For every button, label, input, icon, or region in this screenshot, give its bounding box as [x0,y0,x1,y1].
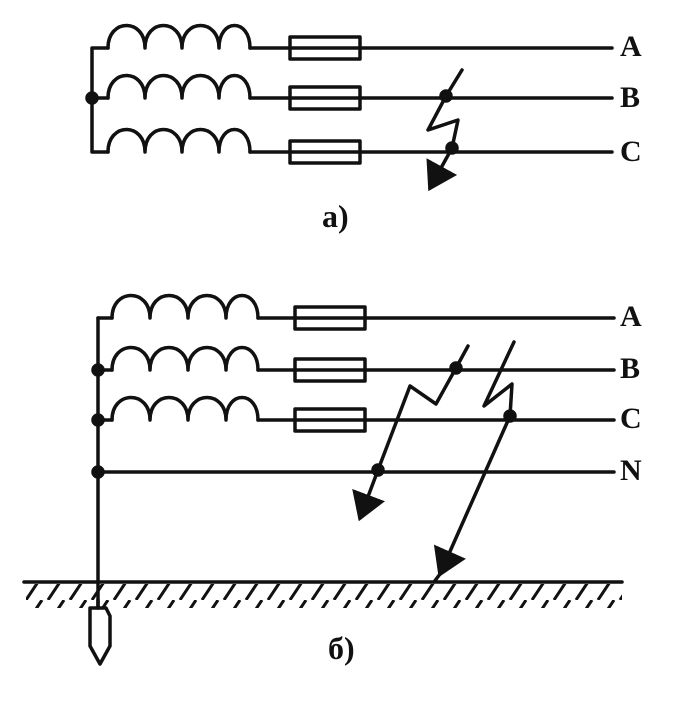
winding-coil-icon [110,345,260,372]
caption-a: а) [322,198,349,234]
caption-b: б) [328,630,355,666]
fault-arrow-icon [352,344,470,522]
fault-arrow-icon [426,68,464,192]
phase-c-line-b [110,395,616,433]
diagram-a [85,23,614,192]
phase-label-a: A [620,300,642,333]
phase-label-a: A [620,30,642,63]
phase-a-line-a [106,23,614,61]
winding-coil-icon [106,127,252,154]
fault-arrow-icon [432,340,517,584]
phase-b-line-b [110,345,616,383]
diagram-b [22,293,624,666]
star-node-b [91,413,105,427]
phase-c-line-a [106,127,614,165]
winding-coil-icon [106,23,252,50]
phase-b-line-a [106,73,614,111]
phase-label-b: B [620,81,641,114]
ground-icon [22,580,624,608]
phase-label-c: C [620,402,642,435]
phase-label-n: N [620,454,642,487]
winding-coil-icon [110,293,260,320]
winding-coil-icon [110,395,260,422]
phase-label-b: B [620,352,641,385]
star-node-b [91,363,105,377]
phase-a-line-b [110,293,616,331]
winding-coil-icon [106,73,252,100]
phase-label-c: C [620,135,642,168]
star-node-a [85,91,99,105]
ground-electrode-icon [88,606,112,666]
